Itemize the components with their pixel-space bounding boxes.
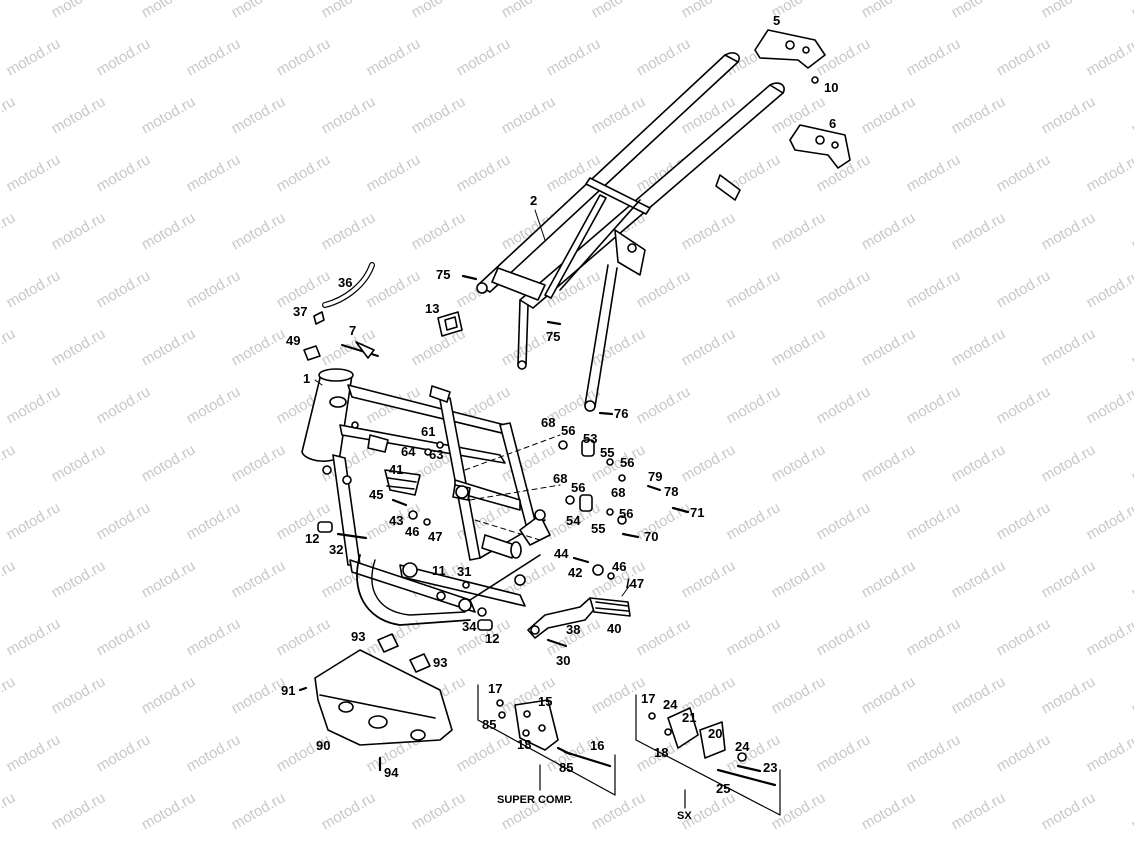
callout-56d: 56	[619, 506, 634, 521]
callout-93b: 93	[433, 655, 448, 670]
callout-85a: 85	[482, 717, 497, 732]
callout-23: 23	[763, 760, 778, 775]
group-brackets	[477, 684, 781, 816]
callout-15: 15	[538, 694, 553, 709]
callout-37: 37	[293, 304, 308, 319]
callout-24b: 24	[735, 739, 750, 754]
callout-55a: 55	[600, 445, 615, 460]
callout-43: 43	[389, 513, 404, 528]
callout-5: 5	[773, 13, 781, 28]
callout-76: 76	[614, 406, 629, 421]
callout-21: 21	[682, 710, 697, 725]
callout-18a: 18	[517, 737, 532, 752]
callout-1: 1	[303, 371, 311, 386]
callout-63: 63	[429, 447, 444, 462]
callout-41: 41	[389, 462, 404, 477]
callout-85b: 85	[559, 760, 574, 775]
callout-17b: 17	[641, 691, 656, 706]
callout-47a: 47	[428, 529, 443, 544]
callout-46a: 46	[405, 524, 420, 539]
callout-18b: 18	[654, 745, 669, 760]
callout-75b: 75	[546, 329, 561, 344]
callout-42: 42	[568, 565, 583, 580]
small-parts	[298, 29, 851, 787]
callout-17a: 17	[488, 681, 503, 696]
callout-20: 20	[708, 726, 723, 741]
callout-12a: 12	[305, 531, 320, 546]
callout-10: 10	[824, 80, 839, 95]
callout-13: 13	[425, 301, 440, 316]
callout-44: 44	[554, 546, 569, 561]
callout-93a: 93	[351, 629, 366, 644]
callout-70: 70	[644, 529, 659, 544]
group-label-sx: SX	[677, 810, 692, 822]
callout-11: 11	[432, 563, 446, 578]
subframe-part-2	[476, 52, 785, 412]
callout-12b: 12	[485, 631, 500, 646]
callout-40: 40	[607, 621, 622, 636]
callout-56b: 56	[620, 455, 635, 470]
callout-68c: 68	[611, 485, 626, 500]
callout-47b: /47	[626, 576, 645, 591]
callout-31: 31	[457, 564, 472, 579]
callout-68b: 68	[553, 471, 568, 486]
callout-36: 36	[338, 275, 353, 290]
callout-68a: 68	[541, 415, 556, 430]
callout-30: 30	[556, 653, 571, 668]
callout-53: 53	[583, 431, 598, 446]
callout-94: 94	[384, 765, 399, 780]
callout-16: 16	[590, 738, 605, 753]
leader-lines	[314, 209, 631, 597]
callout-2: 2	[530, 193, 538, 208]
callout-54: 54	[566, 513, 581, 528]
callout-64: 64	[401, 444, 416, 459]
callout-56c: 56	[571, 480, 586, 495]
callout-91: 91	[281, 683, 296, 698]
group-label-super-comp: SUPER COMP.	[497, 794, 573, 806]
callout-25: 25	[716, 781, 731, 796]
callout-56a: 56	[561, 423, 576, 438]
callout-90: 90	[316, 738, 331, 753]
callout-34: 34	[462, 619, 477, 634]
callout-46b: 46	[612, 559, 627, 574]
callout-32: 32	[329, 542, 344, 557]
callout-49: 49	[286, 333, 301, 348]
callout-6: 6	[829, 116, 837, 131]
callout-24a: 24	[663, 697, 678, 712]
callout-78: 78	[664, 484, 679, 499]
callout-61: 61	[421, 424, 436, 439]
callout-7: 7	[349, 323, 357, 338]
callout-71: 71	[690, 505, 705, 520]
callout-45: 45	[369, 487, 384, 502]
callout-55b: 55	[591, 521, 606, 536]
main-frame-part-1	[301, 368, 561, 626]
callout-38: 38	[566, 622, 581, 637]
callout-75a: 75	[436, 267, 451, 282]
callout-79: 79	[648, 469, 663, 484]
